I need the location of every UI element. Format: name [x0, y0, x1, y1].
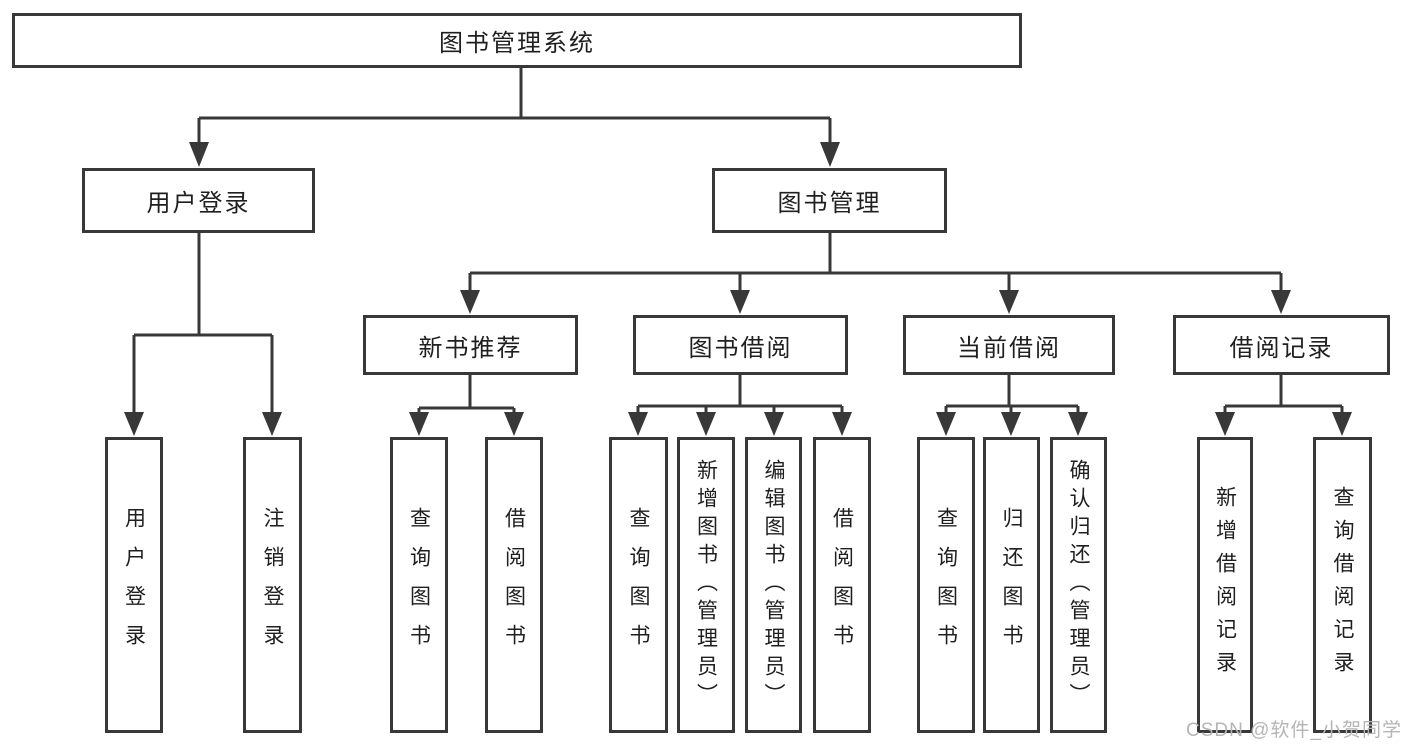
node-new-book-recommend: 新书推荐 — [363, 315, 578, 375]
node-label: 用户登录 — [146, 190, 251, 217]
node-label: 新书推荐 — [418, 334, 523, 362]
node-label: 图书借阅 — [688, 334, 793, 362]
leaf-edit-books-admin: 编辑图书（管理员） — [745, 437, 802, 733]
leaf-borrow-books: 借阅图书 — [813, 437, 871, 733]
leaf-query-books-borrowing: 查询图书 — [609, 437, 668, 733]
leaf-logout-login: 注销登录 — [243, 437, 302, 733]
csdn-watermark: CSDN @软件_小贺同学 — [1186, 720, 1402, 741]
leaf-user-login: 用户登录 — [105, 437, 163, 733]
leaf-query-books-current: 查询图书 — [917, 437, 975, 733]
node-label: 查询图书 — [934, 507, 958, 663]
leaf-query-books-newbooks: 查询图书 — [390, 437, 448, 733]
node-label: 确认归还（管理员） — [1067, 459, 1090, 711]
node-label: 新增借阅记录 — [1213, 486, 1237, 684]
node-label: 当前借阅 — [957, 334, 1061, 362]
leaf-add-books-admin: 新增图书（管理员） — [677, 437, 735, 733]
node-label: 查询借阅记录 — [1331, 486, 1354, 684]
node-label: 查询图书 — [407, 507, 431, 663]
node-book-borrowing: 图书借阅 — [633, 315, 848, 375]
node-label: 图书管理 — [777, 190, 882, 217]
leaf-borrow-books-newbooks: 借阅图书 — [485, 437, 543, 733]
node-borrowing-records: 借阅记录 — [1173, 315, 1390, 375]
node-label: 用户登录 — [122, 507, 146, 663]
node-label: 编辑图书（管理员） — [762, 459, 785, 711]
node-library-management-system: 图书管理系统 — [12, 13, 1022, 68]
node-current-borrowing: 当前借阅 — [903, 315, 1115, 375]
node-label: 借阅图书 — [830, 507, 854, 663]
node-book-management: 图书管理 — [712, 168, 947, 233]
node-label: 借阅图书 — [502, 507, 526, 663]
node-label: 注销登录 — [261, 507, 284, 663]
node-label: 归还图书 — [1000, 507, 1023, 663]
leaf-return-books: 归还图书 — [983, 437, 1040, 733]
leaf-confirm-return-admin: 确认归还（管理员） — [1050, 437, 1107, 733]
node-label: 图书管理系统 — [439, 30, 595, 57]
node-label: 新增图书（管理员） — [694, 459, 718, 711]
leaf-query-borrow-record: 查询借阅记录 — [1313, 437, 1372, 733]
node-label: 查询图书 — [627, 507, 650, 663]
leaf-add-borrow-record: 新增借阅记录 — [1197, 437, 1253, 733]
node-user-login: 用户登录 — [82, 168, 315, 233]
node-label: 借阅记录 — [1229, 334, 1334, 362]
